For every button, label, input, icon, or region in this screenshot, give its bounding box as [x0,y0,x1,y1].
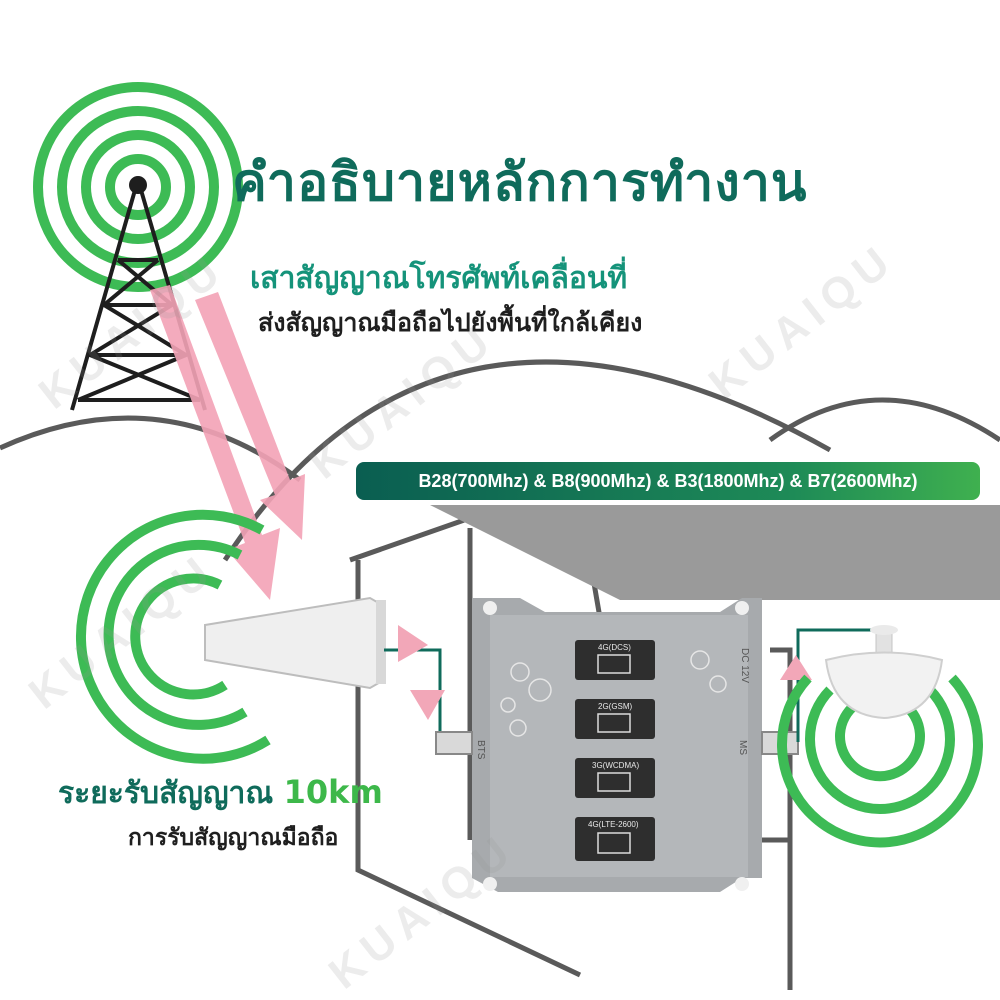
outdoor-signal-wave-icon [76,509,271,764]
range-distance: 10km [283,773,383,811]
page-title: คำอธิบายหลักการทำงาน [232,153,808,213]
uplink-arrow-icon [398,625,428,662]
module-label: 3G(WCDMA) [592,761,639,770]
range-caption-body: การรับสัญญาณมือถือ [128,825,339,851]
module-label: 4G(LTE-2600) [588,820,639,829]
lcd-module: 2G(GSM) [575,699,655,739]
range-caption-prefix: ระยะรับสัญญาณ [58,776,274,811]
tower-signal-wave-icon [33,82,243,292]
flower-decoration [500,650,727,737]
power-label: DC 12V [739,648,750,683]
frequency-band-banner: B28(700Mhz) & B8(900Mhz) & B3(1800Mhz) &… [356,462,980,500]
port-bts-label: BTS [475,740,486,760]
indoor-signal-wave-icon [777,674,983,848]
range-caption-heading: ระยะรับสัญญาณ 10km [58,770,383,817]
tower-caption-body: ส่งสัญญาณมือถือไปยังพื้นที่ใกล้เคียง [258,308,643,337]
hill-right [768,397,1000,443]
signal-booster-device: BTS MS DC 12V 4G(DCS) 2G(GSM) 3G(WCDMA) … [435,598,799,892]
lcd-module: 3G(WCDMA) [575,758,655,798]
lcd-module: 4G(LTE-2600) [575,817,655,861]
ceiling-antenna-icon [824,625,944,720]
yagi-antenna-icon [204,596,386,690]
house-roof [430,505,1000,600]
downlink-house-arrow-icon [410,690,445,720]
lcd-module: 4G(DCS) [575,640,655,680]
hill-middle [222,359,832,562]
port-ms-label: MS [737,740,748,755]
module-label: 4G(DCS) [598,643,631,652]
indoor-uplink-arrow-icon [780,655,812,680]
module-label: 2G(GSM) [598,702,633,711]
tower-caption-heading: เสาสัญญาณโทรศัพท์เคลื่อนที่ [250,261,628,296]
indoor-cable [796,628,880,742]
